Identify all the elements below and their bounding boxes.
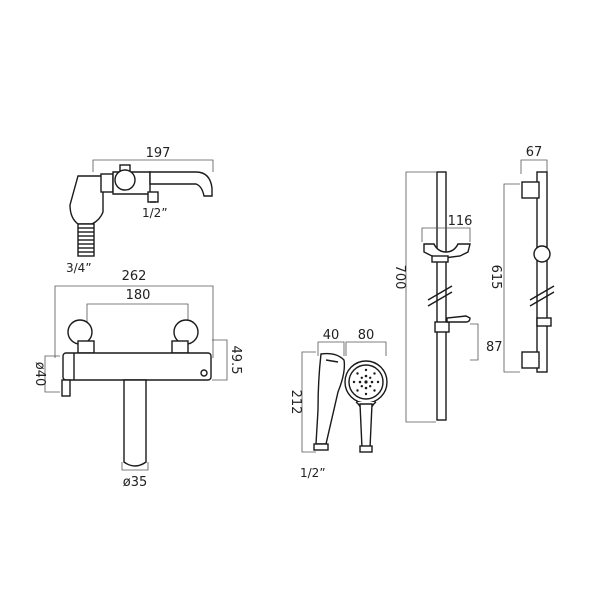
rail2-break-1 bbox=[529, 285, 555, 301]
spout-nose bbox=[149, 171, 213, 197]
rail2-depth-dimension bbox=[520, 159, 548, 174]
rail-bottom-bracket bbox=[434, 321, 450, 333]
handset-inlet-label: 1/2ˮ bbox=[300, 466, 326, 480]
hose-inlet-label: 3/4ˮ bbox=[66, 261, 92, 275]
rail2-bottom-bracket bbox=[521, 351, 540, 369]
rail-length-label: 700 bbox=[392, 265, 407, 290]
valve-height-label: 49.5 bbox=[228, 346, 243, 375]
rail-break-1 bbox=[427, 285, 453, 301]
rail-length-dimension bbox=[405, 171, 436, 423]
riser-rail-side: 67 615 bbox=[488, 145, 555, 373]
handset-inlet-fitting bbox=[313, 443, 329, 451]
spout-inlet-label: 1/2ˮ bbox=[142, 206, 168, 220]
spout-side-view: 197 1/2ˮ 3/4ˮ bbox=[66, 146, 214, 275]
rail2-break-2 bbox=[529, 291, 555, 307]
spout-diameter-dimension bbox=[121, 462, 149, 471]
rail2-bar bbox=[536, 171, 548, 373]
handset-length-label: 212 bbox=[288, 390, 303, 415]
rail2-clip bbox=[536, 317, 552, 327]
handset-head-label: 80 bbox=[358, 328, 375, 343]
valve-centres-label: 180 bbox=[126, 288, 151, 303]
soap-holder bbox=[446, 315, 471, 323]
rail-holder-dimension bbox=[421, 227, 471, 242]
rail-holder-label: 116 bbox=[448, 214, 473, 229]
rail-bracket-dimension bbox=[470, 323, 479, 361]
riser-rail-front: 700 116 87 bbox=[392, 171, 503, 423]
valve-height-dimension bbox=[212, 339, 228, 381]
spray-nozzles bbox=[352, 368, 380, 396]
hand-shower: 40 80 212 1/2ˮ bbox=[288, 328, 388, 480]
hose-connector-body bbox=[69, 175, 104, 225]
mixer-bar bbox=[62, 352, 212, 381]
valve-diameter-label: ø40 bbox=[32, 362, 47, 387]
rail2-centres-dimension bbox=[503, 183, 520, 373]
rail2-slider bbox=[533, 245, 551, 263]
valve-width-label: 262 bbox=[122, 269, 147, 284]
valve-centres-dimension bbox=[86, 303, 189, 322]
handset-side-view bbox=[315, 352, 346, 445]
handset-head-dimension bbox=[345, 341, 387, 356]
temperature-handle bbox=[61, 379, 71, 397]
spout-width-dimension bbox=[92, 159, 214, 172]
rail-break-2 bbox=[427, 291, 453, 307]
diverter-circle bbox=[114, 169, 136, 191]
valve-width-dimension bbox=[54, 285, 214, 358]
handset-width-dimension bbox=[317, 341, 345, 356]
valve-diameter-dimension bbox=[44, 355, 60, 393]
rail2-top-bracket bbox=[521, 181, 540, 199]
rail2-depth-label: 67 bbox=[526, 145, 543, 160]
mixer-front-view: 262 180 49.5 ø40 ø35 bbox=[32, 269, 243, 490]
handset-length-dimension bbox=[301, 351, 316, 453]
spout-width-label: 197 bbox=[146, 146, 171, 161]
rail2-centres-label: 615 bbox=[488, 265, 503, 290]
spout-inlet-fitting bbox=[147, 191, 159, 203]
hose-ribs bbox=[77, 223, 95, 257]
rail-bracket-label: 87 bbox=[486, 340, 503, 355]
spout-diameter-label: ø35 bbox=[123, 475, 148, 490]
handset-holder bbox=[423, 243, 471, 259]
mixer-spout bbox=[123, 379, 147, 467]
spout-collar bbox=[100, 173, 114, 193]
handset-width-label: 40 bbox=[323, 328, 340, 343]
left-nut bbox=[77, 340, 95, 354]
right-nut bbox=[171, 340, 189, 354]
